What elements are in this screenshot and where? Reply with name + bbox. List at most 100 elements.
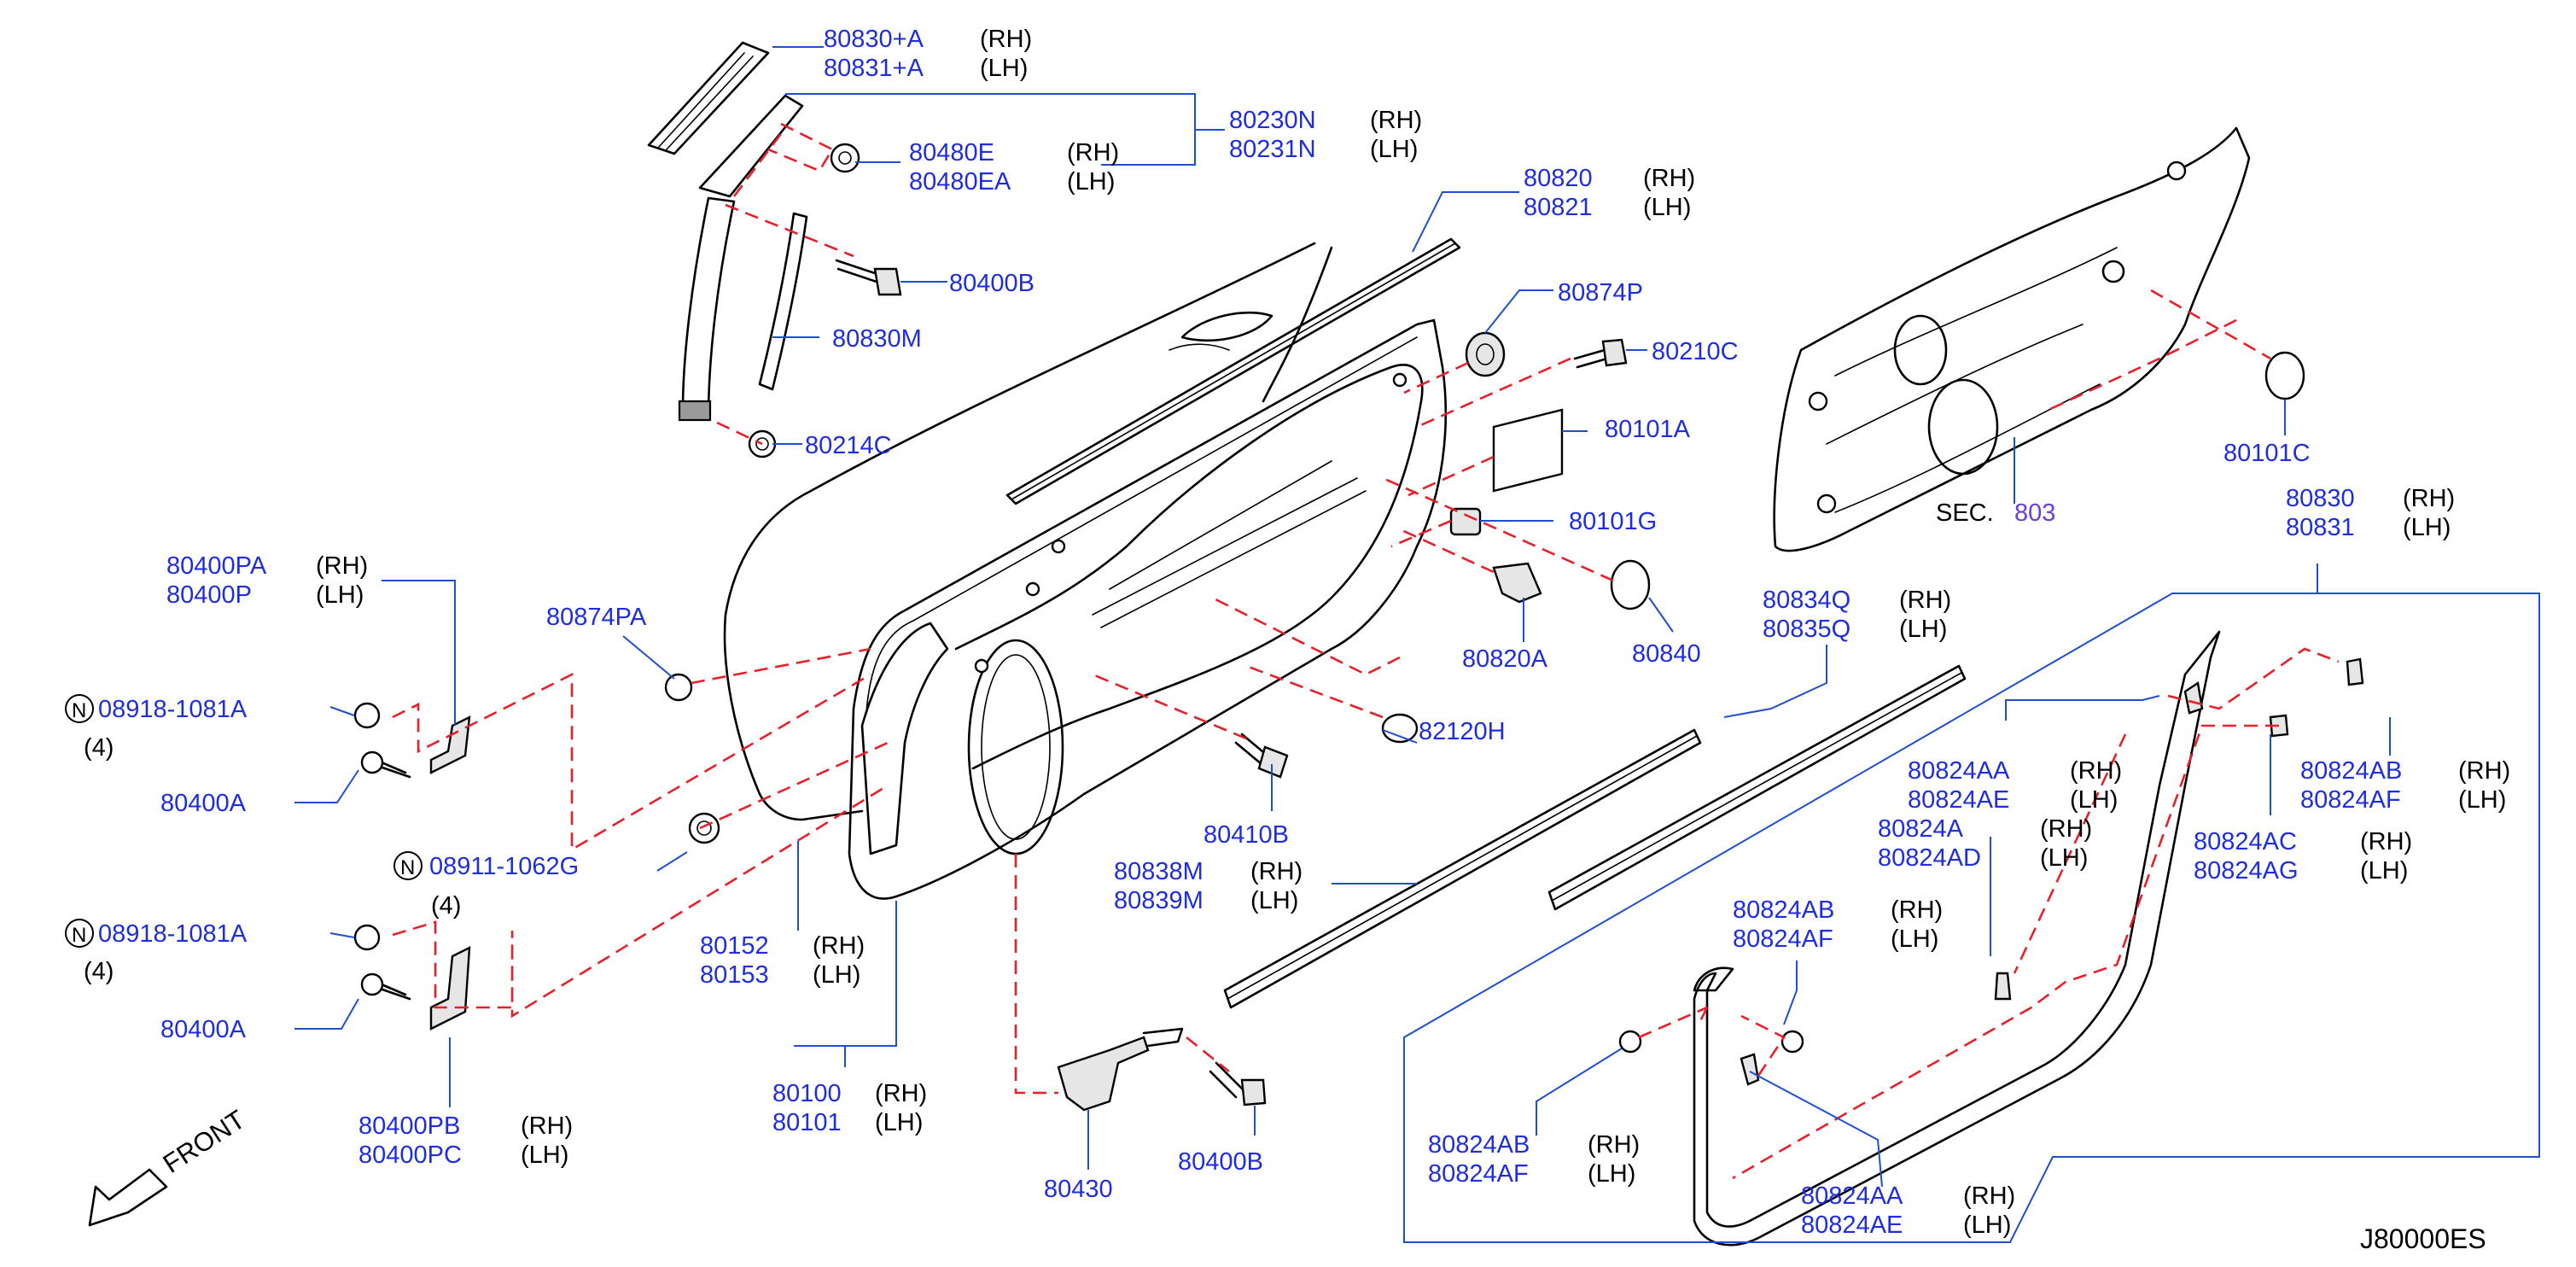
n-symbol-icon: N (65, 694, 94, 723)
label-80820: 80820 (1524, 165, 1593, 192)
side-lh: (LH) (1370, 136, 1418, 163)
side-lh: (LH) (1643, 194, 1691, 221)
side-lh: (LH) (1899, 616, 1947, 643)
label-80839M: 80839M (1114, 887, 1203, 914)
label-80840: 80840 (1632, 640, 1701, 668)
label-08911-1062G: 08911-1062G (429, 853, 579, 880)
label-80101: 80101 (772, 1109, 842, 1136)
svg-text:N: N (72, 699, 86, 722)
label-80101G: 80101G (1569, 508, 1657, 535)
plug-80101C (2264, 351, 2305, 400)
door-inner-panel (848, 318, 1448, 900)
side-lh: (LH) (813, 961, 860, 989)
side-lh: (LH) (980, 55, 1028, 82)
label-80831A: 80831+A (824, 55, 924, 82)
n-symbol-icon: N (65, 919, 94, 948)
side-rh: (RH) (1370, 107, 1422, 134)
pad-80101A (1492, 408, 1564, 493)
grommet-80874P (1465, 331, 1506, 377)
label-80480E: 80480E (909, 139, 994, 166)
label-80152: 80152 (700, 932, 769, 960)
spacer-80101G (1449, 507, 1482, 536)
svg-text:N: N (72, 924, 86, 947)
label-80830M: 80830M (832, 325, 922, 353)
diagram-code: J80000ES (2360, 1223, 2486, 1254)
bolt-80400B-bottom (1209, 1061, 1267, 1106)
clip-80480E (830, 143, 860, 173)
side-lh: (LH) (1067, 168, 1115, 196)
bolt-80400B-top (835, 259, 902, 296)
sec-label: SEC. (1936, 499, 1994, 527)
label-80101C: 80101C (2223, 440, 2311, 467)
side-lh: (LH) (2403, 514, 2451, 541)
label-08918-1081A: 08918-1081A (98, 920, 248, 948)
label-80400PC: 80400PC (358, 1141, 462, 1169)
plug-82120H (1381, 713, 1419, 744)
door-module-panel (1773, 126, 2251, 552)
label-08918-1081A: 08918-1081A (98, 696, 248, 723)
side-rh: (RH) (1643, 165, 1695, 192)
label-80100: 80100 (772, 1080, 842, 1107)
label-80480EA: 80480EA (909, 168, 1011, 196)
label-80824AF: 80824AF (1428, 1160, 1529, 1188)
belt-moulding (1005, 237, 1461, 505)
label-80430: 80430 (1044, 1176, 1113, 1203)
label-80210C: 80210C (1652, 338, 1739, 365)
side-rh: (RH) (875, 1080, 927, 1107)
bolt-80410B (1234, 733, 1289, 779)
front-arrow-icon (88, 1168, 168, 1227)
side-rh: (RH) (1588, 1131, 1640, 1159)
label-80874P: 80874P (1558, 279, 1643, 307)
label-80101A: 80101A (1605, 416, 1691, 443)
side-lh: (LH) (2360, 857, 2408, 885)
leader-lines (294, 46, 2540, 1243)
label-80400PB: 80400PB (358, 1112, 460, 1140)
side-rh: (RH) (2403, 485, 2455, 512)
side-rh: (RH) (813, 932, 865, 960)
side-lh: (LH) (1963, 1212, 2011, 1239)
label-80400B: 80400B (949, 270, 1034, 297)
label-80153: 80153 (700, 961, 769, 989)
label-80824AB: 80824AB (1428, 1131, 1530, 1159)
label-80834Q: 80834Q (1763, 587, 1850, 614)
label-80410B: 80410B (1203, 821, 1289, 849)
side-lh: (LH) (2040, 844, 2088, 872)
sec-number: 803 (2014, 499, 2055, 527)
label-80824AA: 80824AA (1908, 757, 2010, 785)
side-rh: (RH) (2458, 757, 2510, 785)
label-80400PA: 80400PA (166, 552, 267, 580)
label-80874PA: 80874PA (546, 604, 647, 631)
label-80214C: 80214C (805, 432, 892, 459)
outer-weatherstrip-80838M (1223, 728, 1702, 1009)
label-80824AG: 80824AG (2194, 857, 2299, 885)
side-rh: (RH) (1899, 587, 1951, 614)
side-rh: (RH) (316, 552, 368, 580)
side-lh: (LH) (2070, 786, 2118, 814)
plug-80840 (1610, 559, 1651, 610)
bolt-80210C (1573, 338, 1628, 369)
clip-80820A (1492, 562, 1542, 604)
n-symbol-icon: N (393, 851, 423, 880)
inner-weatherstrip-80834Q (1547, 664, 1967, 911)
label-80821: 80821 (1524, 194, 1593, 221)
clips-weatherstrip (1618, 657, 2364, 1086)
qty: (4) (84, 734, 114, 762)
label-80820A: 80820A (1462, 645, 1548, 673)
label-80835Q: 80835Q (1763, 616, 1850, 643)
side-rh: (RH) (980, 26, 1032, 53)
lower-hinge (353, 924, 471, 1031)
label-80824AA: 80824AA (1801, 1182, 1903, 1210)
side-rh: (RH) (2070, 757, 2122, 785)
upper-hinge (353, 702, 471, 779)
label-80824AF: 80824AF (1733, 925, 1833, 953)
label-80824AD: 80824AD (1878, 844, 1981, 872)
side-lh: (LH) (1588, 1160, 1635, 1188)
label-80824AC: 80824AC (2194, 828, 2297, 855)
label-80824AE: 80824AE (1801, 1212, 1903, 1239)
label-80400B: 80400B (1178, 1148, 1263, 1176)
label-80400A: 80400A (160, 790, 247, 817)
label-80824AE: 80824AE (1908, 786, 2009, 814)
side-lh: (LH) (2458, 786, 2506, 814)
side-rh: (RH) (521, 1112, 573, 1140)
window-run-channel (758, 212, 808, 391)
